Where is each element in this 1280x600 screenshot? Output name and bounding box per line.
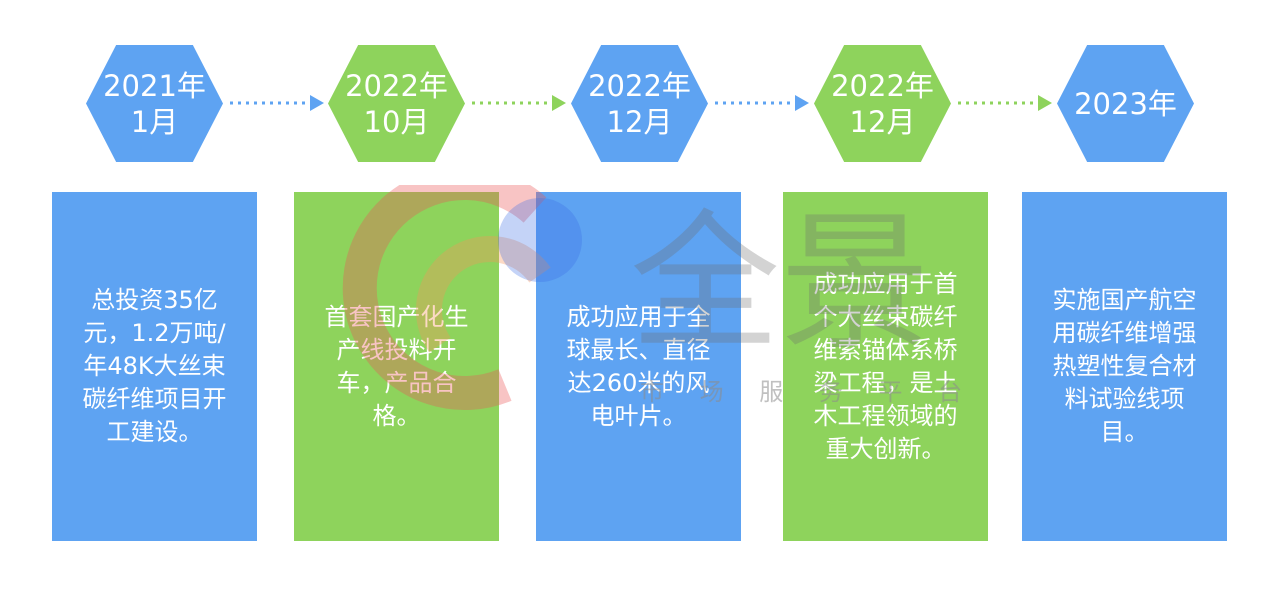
timeline-card-2: 首套国产化生产线投料开车，产品合格。 [294, 192, 499, 541]
timeline-card-4: 成功应用于首个大丝束碳纤维索锚体系桥梁工程，是土木工程领域的重大创新。 [783, 192, 988, 541]
timeline-card-text: 成功应用于首个大丝束碳纤维索锚体系桥梁工程，是土木工程领域的重大创新。 [813, 269, 958, 463]
arrow-connector-3 [715, 95, 809, 111]
arrow-connector-2 [472, 95, 566, 111]
arrow-connector-4 [958, 95, 1052, 111]
timeline-date-4: 2022年 12月 [814, 45, 951, 162]
timeline-date-2: 2022年 10月 [328, 45, 465, 162]
timeline-card-text: 总投资35亿元，1.2万吨/年48K大丝束碳纤维项目开工建设。 [82, 286, 227, 446]
timeline-date-1: 2021年 1月 [86, 45, 223, 162]
timeline-date-3: 2022年 12月 [571, 45, 708, 162]
arrow-connector-1 [230, 95, 324, 111]
timeline-card-5: 实施国产航空用碳纤维增强热塑性复合材料试验线项目。 [1022, 192, 1227, 541]
timeline-card-text: 实施国产航空用碳纤维增强热塑性复合材料试验线项目。 [1052, 286, 1197, 446]
timeline-card-3: 成功应用于全球最长、直径达260米的风电叶片。 [536, 192, 741, 541]
timeline-card-text: 首套国产化生产线投料开车，产品合格。 [324, 302, 469, 430]
timeline-card-1: 总投资35亿元，1.2万吨/年48K大丝束碳纤维项目开工建设。 [52, 192, 257, 541]
timeline-date-5: 2023年 [1057, 45, 1194, 162]
timeline-card-text: 成功应用于全球最长、直径达260米的风电叶片。 [566, 302, 711, 430]
